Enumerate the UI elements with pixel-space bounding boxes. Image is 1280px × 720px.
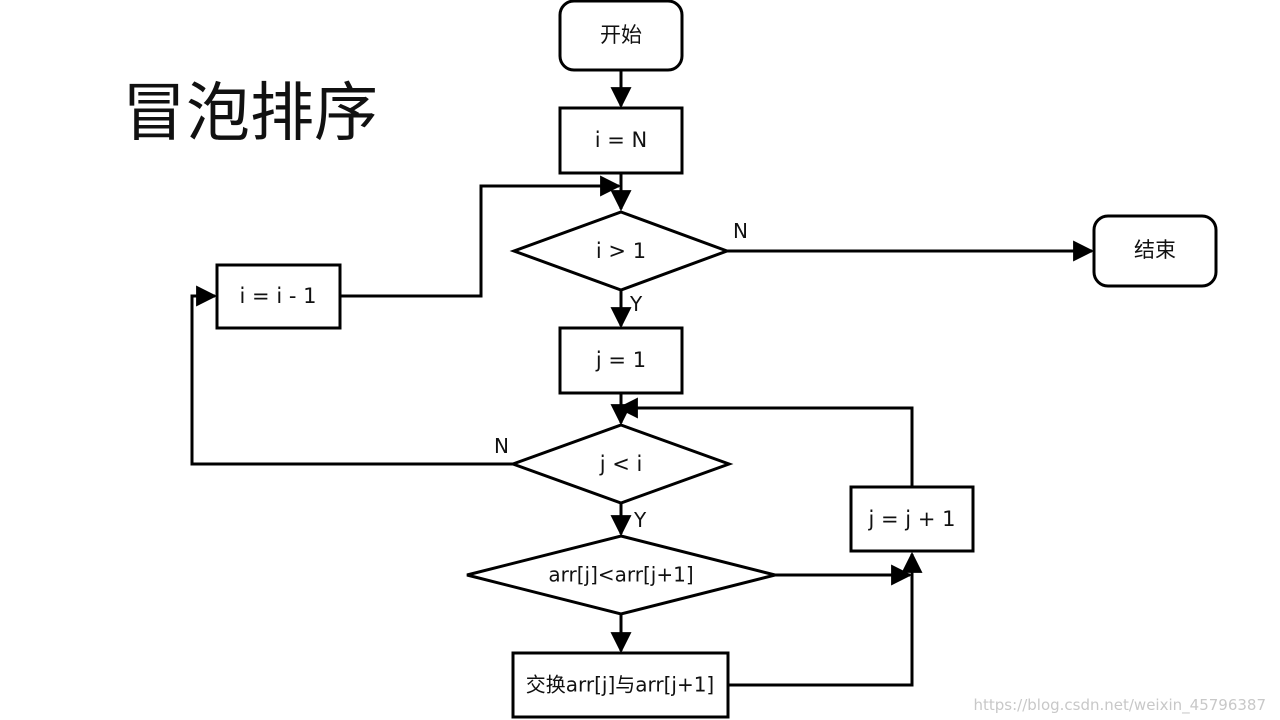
init-j-process [558,326,684,395]
cond-i-yes-label: Y [629,292,643,316]
swap-process [511,651,730,719]
node-cond-i: i > 1 [509,210,732,292]
node-start: 开始 [558,0,684,72]
swap-label: 交换arr[j]与arr[j+1] [526,673,715,697]
cond-i-label: i > 1 [596,239,646,263]
init-j-label: j = 1 [595,348,646,372]
init-i-process [558,106,684,175]
inc-j-label: j = j + 1 [868,507,956,531]
cond-i-decision [509,210,732,292]
edge-inc-j-to-cond-j [616,397,914,487]
cond-j-decision [508,423,734,505]
init-i-label: i = N [595,128,648,152]
node-cond-cmp: arr[j]<arr[j+1] [466,534,776,616]
node-init-j: j = 1 [558,326,684,395]
node-end: 结束 [1092,214,1218,288]
watermark-text: https://blog.csdn.net/weixin_45796387 [973,696,1266,714]
cond-i-no-label: N [733,219,748,243]
edge-swap-to-inc-j [729,551,923,687]
node-inc-j: j = j + 1 [849,485,975,553]
dec-i-label: i = i - 1 [240,284,317,308]
cond-j-label: j < i [599,452,643,476]
cond-cmp-decision [466,534,776,616]
connectors [190,70,1095,687]
edge-dec-i-to-cond-i [341,175,622,298]
inc-j-process [849,485,975,553]
node-cond-j: j < i [508,423,734,505]
dec-i-process [215,263,342,330]
end-label: 结束 [1134,238,1176,262]
cond-j-yes-label: Y [633,508,647,532]
cond-cmp-label: arr[j]<arr[j+1] [548,563,693,587]
edge-cond-j-no-to-dec-i [190,285,513,466]
node-dec-i: i = i - 1 [215,263,342,330]
page-title: 冒泡排序 [122,77,378,151]
start-terminal [558,0,684,72]
node-init-i: i = N [558,106,684,175]
start-label: 开始 [600,23,642,47]
node-swap: 交换arr[j]与arr[j+1] [511,651,730,719]
end-terminal [1092,214,1218,288]
cond-j-no-label: N [494,434,509,458]
